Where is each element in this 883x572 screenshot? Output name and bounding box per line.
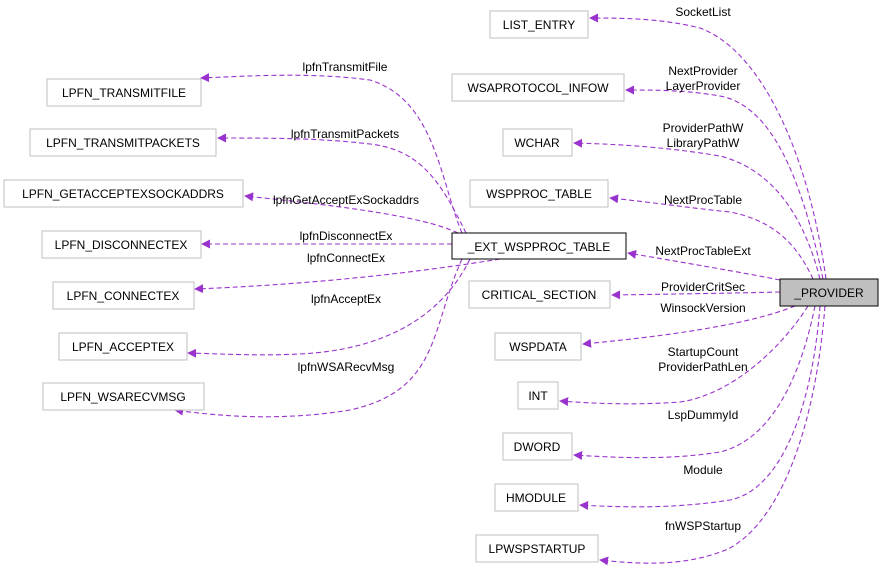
edge-accept	[187, 258, 471, 358]
node-label-disconnect: LPFN_DISCONNECTEX	[55, 238, 188, 252]
node-label-wchar: WCHAR	[514, 136, 560, 150]
node-transmit-file[interactable]: LPFN_TRANSMITFILE	[46, 78, 202, 107]
node-label-protocol-info: WSAPROTOCOL_INFOW	[467, 81, 609, 95]
nodes: _PROVIDER LIST_ENTRY WSAPROTOCOL_INFOW W…	[3, 10, 879, 563]
node-connect[interactable]: LPFN_CONNECTEX	[52, 281, 195, 310]
edge-transmit-packets	[217, 133, 467, 234]
edge-label-provider-path: ProviderPathW	[663, 121, 744, 135]
node-list-entry[interactable]: LIST_ENTRY	[489, 10, 589, 39]
edge-label-module: Module	[683, 463, 723, 477]
node-get-accept-addrs[interactable]: LPFN_GETACCEPTEXSOCKADDRS	[3, 179, 244, 208]
edge-startup-count	[559, 305, 809, 407]
edge-label-startup-count: StartupCount	[668, 345, 739, 359]
edge-label-next-provider: NextProvider	[668, 64, 737, 78]
node-recv-msg[interactable]: LPFN_WSARECVMSG	[42, 382, 205, 411]
node-ext-table[interactable]: _EXT_WSPPROC_TABLE	[451, 232, 627, 260]
edge-provider-crit-sec	[611, 290, 781, 300]
node-hmodule[interactable]: HMODULE	[494, 483, 579, 512]
node-label-accept: LPFN_ACCEPTEX	[72, 340, 174, 354]
node-label-dword: DWORD	[514, 440, 561, 454]
edge-label-next-proc-table-ext: NextProcTableExt	[655, 244, 751, 258]
edge-get-accept-addrs	[244, 192, 459, 234]
edge-label-winsock-version: WinsockVersion	[660, 301, 745, 315]
edge-label-lsp-dummy-id: LspDummyId	[668, 408, 739, 422]
node-label-startup: LPWSPSTARTUP	[489, 542, 586, 556]
node-label-connect: LPFN_CONNECTEX	[67, 289, 180, 303]
node-label-ext-table: _EXT_WSPPROC_TABLE	[467, 240, 611, 254]
edge-label-disconnect: lpfnDisconnectEx	[300, 229, 393, 243]
node-accept[interactable]: LPFN_ACCEPTEX	[58, 332, 188, 361]
edge-socket-list	[589, 13, 827, 280]
edge-transmit-file	[200, 73, 463, 234]
node-label-list-entry: LIST_ENTRY	[503, 18, 575, 32]
edge-connect	[194, 258, 501, 294]
edge-label-fn-startup: fnWSPStartup	[665, 519, 741, 533]
node-label-provider: _PROVIDER	[793, 286, 864, 300]
edge-label-connect: lpfnConnectEx	[307, 251, 385, 265]
edge-provider-path	[573, 138, 821, 280]
edge-next-provider	[625, 85, 824, 280]
edge-labels: SocketList NextProvider LayerProvider Pr…	[273, 5, 751, 533]
edge-label-next-proc-table: NextProcTable	[664, 193, 742, 207]
node-dword[interactable]: DWORD	[502, 432, 573, 461]
edge-label-transmit-file: lpfnTransmitFile	[303, 60, 388, 74]
edge-next-proc-table-ext	[627, 249, 781, 281]
edge-fn-startup	[599, 305, 826, 566]
node-wspdata[interactable]: WSPDATA	[494, 332, 582, 361]
node-startup[interactable]: LPWSPSTARTUP	[475, 534, 599, 563]
node-crit-section[interactable]: CRITICAL_SECTION	[468, 280, 611, 309]
node-label-proc-table: WSPPROC_TABLE	[486, 187, 592, 201]
edges	[174, 13, 827, 566]
edge-module	[579, 305, 821, 510]
node-label-recv-msg: LPFN_WSARECVMSG	[60, 390, 185, 404]
edge-label-provider-crit-sec: ProviderCritSec	[661, 280, 745, 294]
node-disconnect[interactable]: LPFN_DISCONNECTEX	[41, 230, 202, 259]
node-int[interactable]: INT	[517, 381, 559, 410]
node-label-crit-section: CRITICAL_SECTION	[482, 288, 597, 302]
node-label-hmodule: HMODULE	[506, 491, 566, 505]
node-wchar[interactable]: WCHAR	[502, 128, 573, 157]
node-label-transmit-file: LPFN_TRANSMITFILE	[62, 86, 186, 100]
edge-label-recv-msg: lpfnWSARecvMsg	[298, 360, 395, 374]
node-label-wspdata: WSPDATA	[509, 340, 567, 354]
edge-label-socket-list: SocketList	[675, 5, 731, 19]
edge-next-proc-table	[609, 194, 814, 280]
node-provider[interactable]: _PROVIDER	[779, 278, 879, 307]
edge-label-accept: lpfnAcceptEx	[311, 292, 381, 306]
edge-label-provider-path-len: ProviderPathLen	[658, 360, 747, 374]
node-label-int: INT	[528, 389, 548, 403]
edge-label-layer-provider: LayerProvider	[666, 79, 741, 93]
edge-recv-msg	[174, 258, 463, 418]
edge-label-library-path: LibraryPathW	[667, 136, 740, 150]
node-label-transmit-packets: LPFN_TRANSMITPACKETS	[46, 136, 200, 150]
edge-lsp-dummy-id	[573, 305, 816, 461]
edge-label-get-accept-addrs: lpfnGetAcceptExSockaddrs	[273, 193, 419, 207]
node-proc-table[interactable]: WSPPROC_TABLE	[469, 179, 609, 208]
node-label-get-accept-addrs: LPFN_GETACCEPTEXSOCKADDRS	[22, 187, 224, 201]
node-protocol-info[interactable]: WSAPROTOCOL_INFOW	[451, 73, 625, 102]
edge-label-transmit-packets: lpfnTransmitPackets	[291, 127, 399, 141]
node-transmit-packets[interactable]: LPFN_TRANSMITPACKETS	[29, 128, 217, 157]
